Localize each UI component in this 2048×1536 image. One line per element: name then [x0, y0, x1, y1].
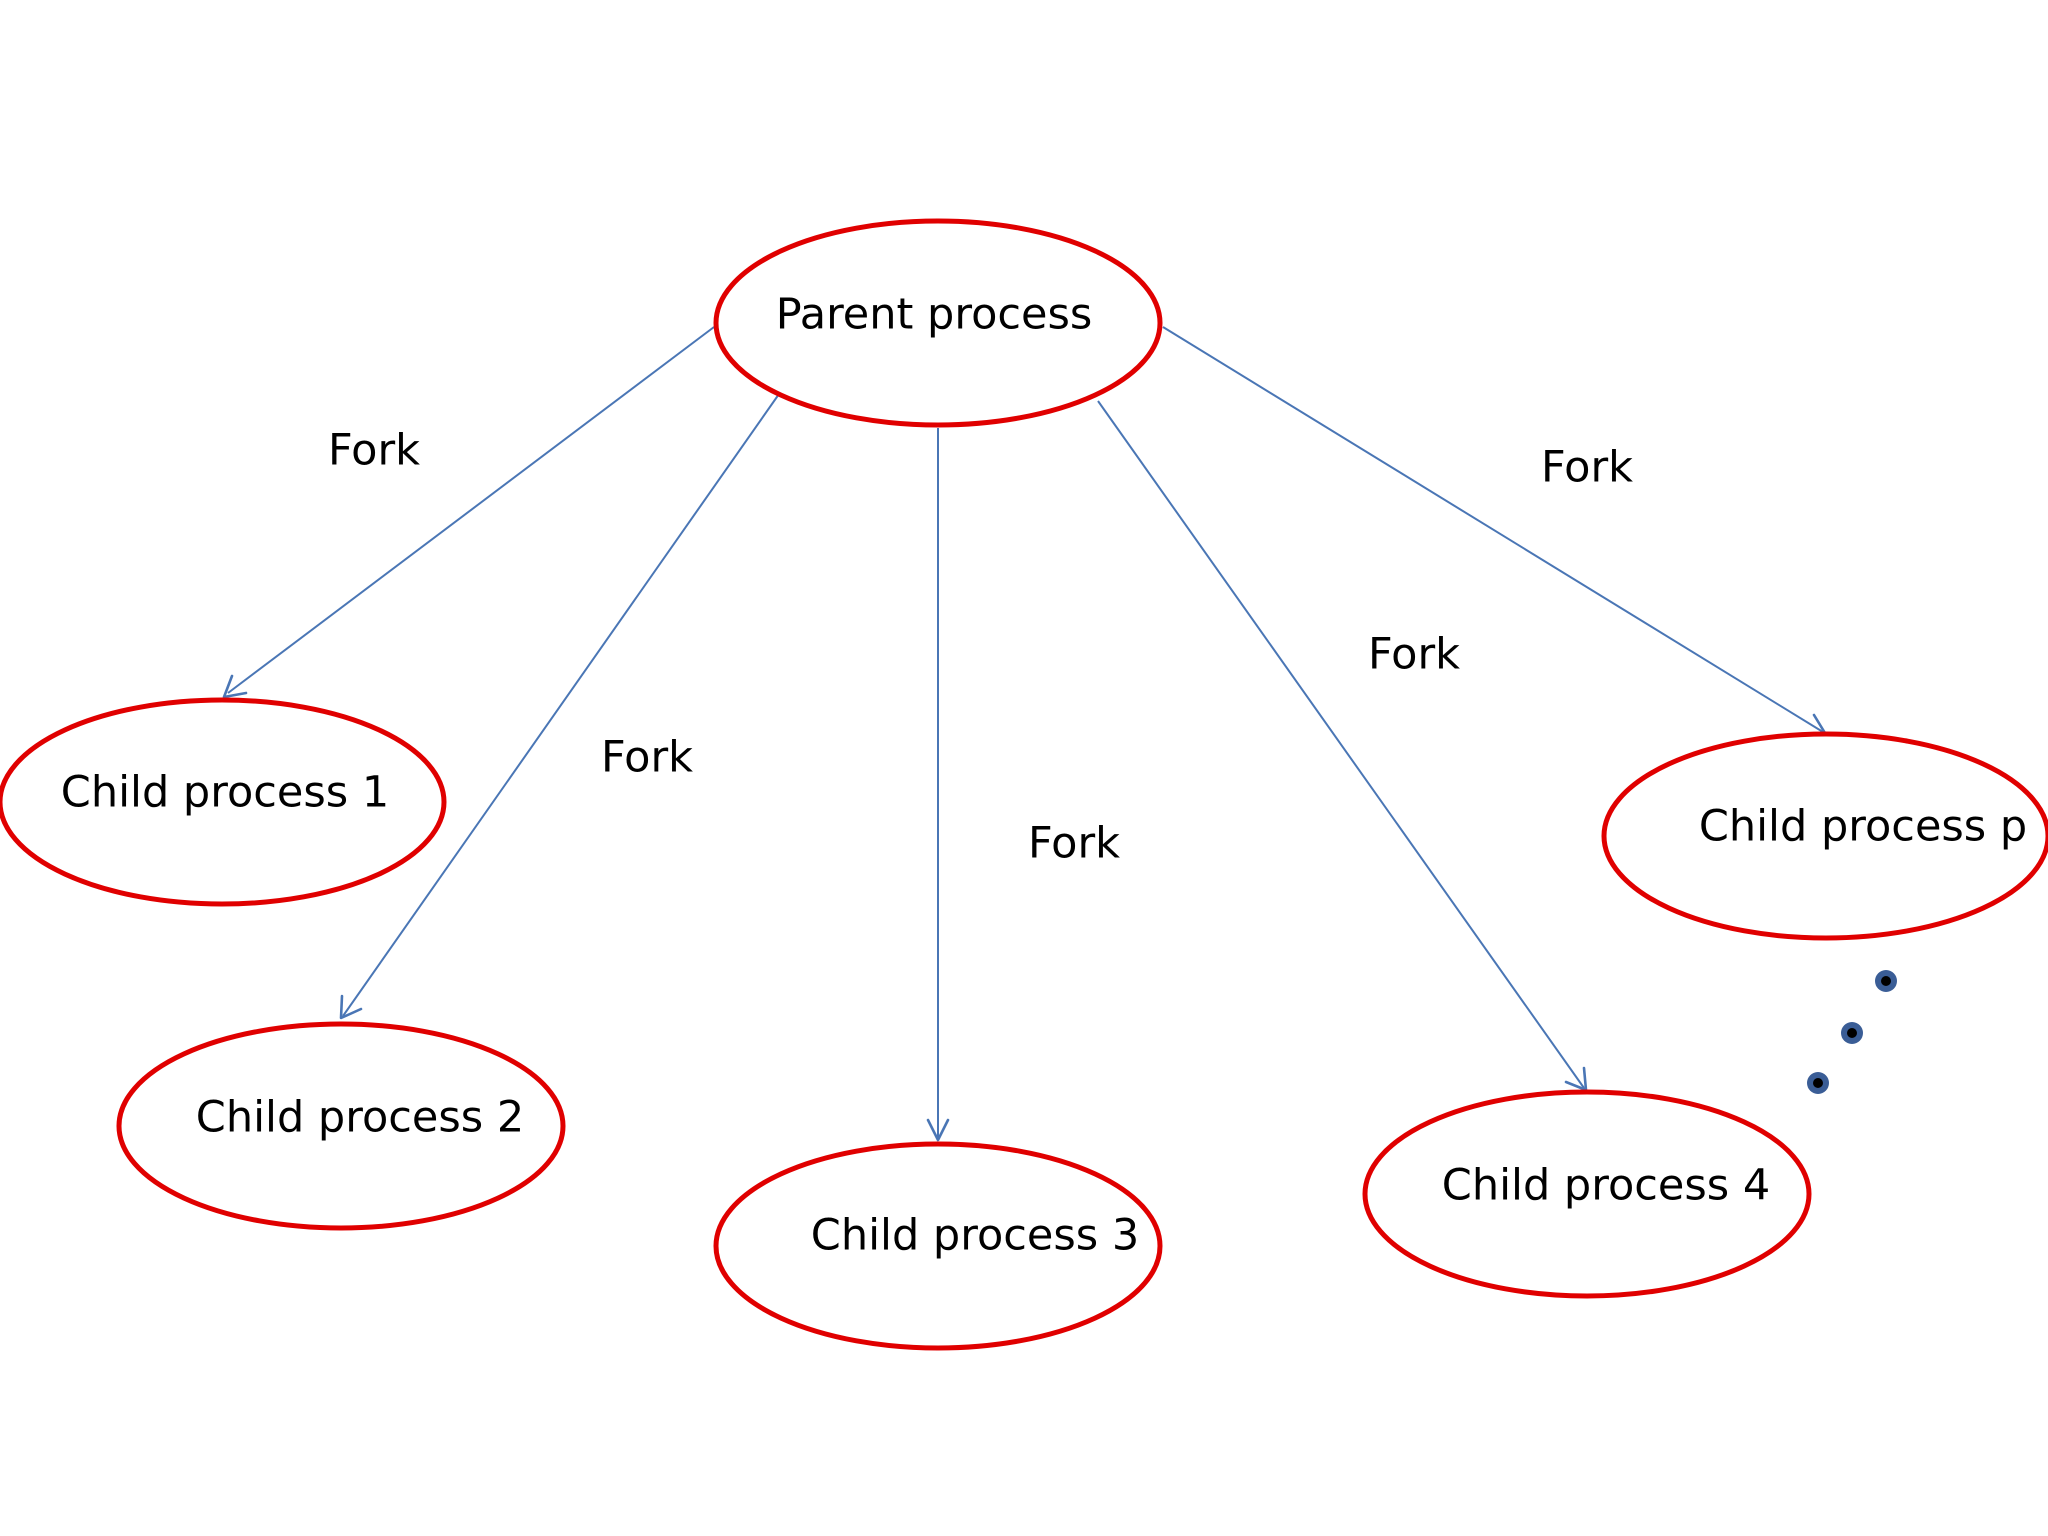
- parent-process-node: Parent process: [713, 218, 1163, 428]
- child-process-2-node: Child process 2: [116, 1021, 566, 1231]
- fork-label-child-2: Fork: [601, 733, 693, 783]
- edge-parent-child-3: [926, 428, 950, 1142]
- child-process-p-ellipse: [1601, 731, 2048, 941]
- parent-process-ellipse: [713, 218, 1163, 428]
- continuation-dot: [1875, 970, 1897, 992]
- edge-parent-child-4: [1097, 400, 1588, 1092]
- fork-label-child-3: Fork: [1028, 819, 1120, 869]
- arrowhead-icon: [339, 994, 363, 1020]
- edge-line: [1162, 326, 1824, 733]
- child-process-p-node: Child process p: [1601, 731, 2048, 941]
- continuation-dot: [1841, 1022, 1863, 1044]
- fork-label-child-p: Fork: [1541, 443, 1633, 493]
- continuation-dot: [1807, 1072, 1829, 1094]
- child-process-4-ellipse: [1362, 1089, 1812, 1299]
- child-process-p-label: Child process p: [1699, 802, 2027, 852]
- edge-parent-child-p: [1162, 326, 1827, 736]
- arrowhead-icon: [926, 1118, 950, 1142]
- fork-label-child-1: Fork: [328, 426, 420, 476]
- edges: [222, 326, 1827, 1142]
- child-process-4-node: Child process 4: [1362, 1089, 1812, 1299]
- edge-line: [1097, 400, 1585, 1089]
- child-process-2-label: Child process 2: [196, 1093, 524, 1143]
- child-process-1-node: Child process 1: [0, 697, 447, 907]
- nodes: Parent process Child process 1 Child pro…: [0, 218, 2048, 1351]
- child-process-3-ellipse: [713, 1141, 1163, 1351]
- fork-label-child-4: Fork: [1368, 630, 1460, 680]
- edge-parent-child-1: [222, 326, 715, 699]
- arrowhead-icon: [222, 674, 248, 699]
- vertical-ellipsis-icon: [1807, 970, 1897, 1094]
- child-process-1-ellipse: [0, 697, 447, 907]
- child-process-2-ellipse: [116, 1021, 566, 1231]
- child-process-4-label: Child process 4: [1442, 1161, 1770, 1211]
- child-process-3-node: Child process 3: [713, 1141, 1163, 1351]
- edge-parent-child-2: [339, 393, 780, 1020]
- child-process-1-label: Child process 1: [61, 768, 389, 818]
- edge-line: [227, 326, 715, 694]
- edge-line: [342, 393, 780, 1017]
- parent-process-label: Parent process: [776, 290, 1093, 340]
- fork-labels: Fork Fork Fork Fork Fork: [328, 426, 1633, 869]
- child-process-3-label: Child process 3: [811, 1211, 1139, 1261]
